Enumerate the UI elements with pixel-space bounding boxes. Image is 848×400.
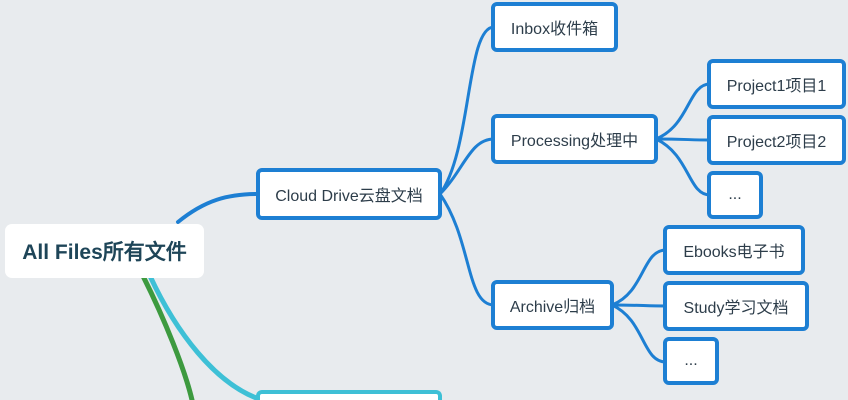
processing-to-project2-line [655, 137, 711, 142]
archive-to-more-line [611, 303, 667, 364]
node-project1[interactable]: Project1项目1 [707, 59, 846, 109]
processing-to-project1-line [655, 82, 711, 141]
node-inbox-label: Inbox收件箱 [510, 21, 599, 38]
node-processing-more-label: ... [728, 186, 742, 203]
node-archive-more[interactable]: ... [663, 337, 719, 385]
archive-to-ebooks-line [611, 248, 667, 307]
processing-to-more-line [655, 137, 711, 197]
node-archive[interactable]: Archive归档 [491, 280, 614, 330]
archive-to-study-line [611, 303, 667, 308]
node-study[interactable]: Study学习文档 [663, 281, 809, 331]
root-to-cloud-line [176, 192, 260, 224]
node-processing-label: Processing处理中 [510, 133, 639, 150]
cloud-to-archive-line [438, 193, 495, 307]
node-project2-label: Project2项目2 [726, 134, 827, 151]
node-study-label: Study学习文档 [683, 300, 789, 317]
root-node[interactable]: All Files所有文件 [5, 224, 204, 278]
green-branch-line [140, 273, 195, 400]
node-inbox[interactable]: Inbox收件箱 [491, 2, 618, 52]
node-ebooks[interactable]: Ebooks电子书 [663, 225, 805, 275]
cloud-to-inbox-line [438, 25, 495, 195]
root-node-label: All Files所有文件 [22, 241, 187, 264]
node-processing[interactable]: Processing处理中 [491, 114, 658, 164]
node-processing-more[interactable]: ... [707, 171, 763, 219]
node-cloud-drive-label: Cloud Drive云盘文档 [275, 188, 423, 205]
node-ebooks-label: Ebooks电子书 [683, 244, 785, 261]
node-project2[interactable]: Project2项目2 [707, 115, 846, 165]
node-archive-more-label: ... [684, 352, 698, 369]
node-archive-label: Archive归档 [509, 299, 596, 316]
node-project1-label: Project1项目1 [726, 78, 827, 95]
cyan-branch-line [147, 273, 265, 400]
node-cloud-drive[interactable]: Cloud Drive云盘文档 [256, 168, 442, 220]
node-partial-offscreen[interactable] [256, 390, 442, 400]
cloud-to-processing-line [438, 137, 495, 196]
